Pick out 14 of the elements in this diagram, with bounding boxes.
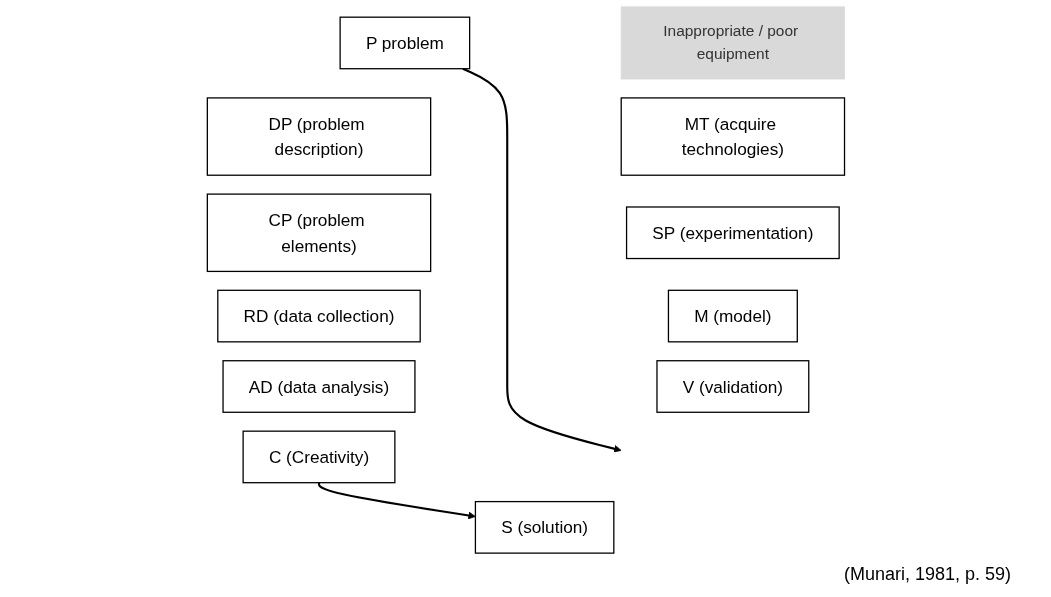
citation-text: (Munari, 1981, p. 59) [843, 564, 1011, 585]
arrow [461, 67, 622, 453]
node-box: MT (acquire technologies) [620, 97, 845, 176]
node-box: CP (problem elements) [206, 193, 431, 273]
node-box: S (solution) [474, 500, 615, 554]
node-box: RD (data collection) [216, 289, 421, 343]
node-box: Inappropriate / poor equipment [620, 6, 845, 80]
node-box: M (model) [667, 289, 798, 343]
node-box: DP (problem description) [206, 97, 431, 176]
node-box: C (Creativity) [242, 430, 396, 484]
node-box: V (validation) [655, 360, 809, 413]
node-box: AD (data analysis) [221, 360, 416, 413]
node-box: SP (experimentation) [625, 206, 840, 260]
node-box: P problem [339, 16, 470, 70]
